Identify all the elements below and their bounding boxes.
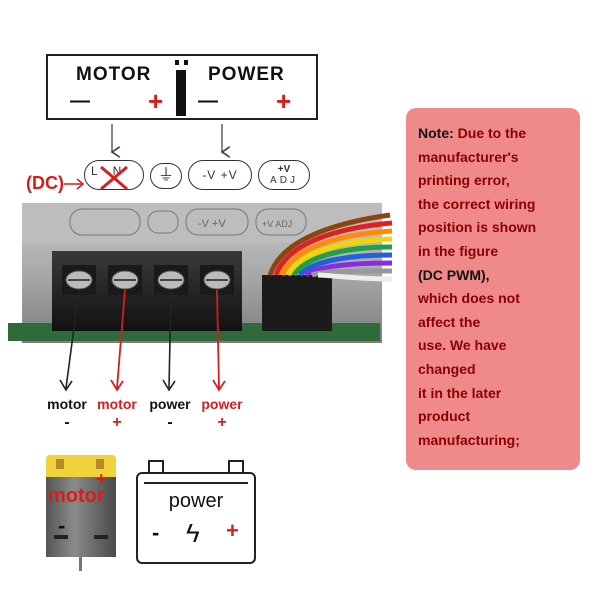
- note-line: Due to the: [457, 125, 527, 141]
- note-line: product: [418, 408, 471, 425]
- header-box: MOTOR POWER — + — +: [46, 54, 318, 120]
- ribbon-connector: [262, 275, 332, 331]
- wire-motor-plus: [116, 289, 126, 389]
- note-line: manufacturing;: [418, 431, 520, 448]
- board-text-vv: -V +V: [198, 218, 226, 230]
- note-line: the correct wiring: [418, 195, 536, 212]
- label-power-minus-sign: -: [167, 414, 173, 431]
- battery-icon-plus: +: [226, 518, 239, 543]
- note-line: use. We have: [418, 337, 507, 354]
- note-line: position is shown: [418, 219, 537, 236]
- dc-label: (DC): [26, 173, 64, 193]
- label-power-plus-sign: +: [217, 414, 227, 431]
- terminal-adj-top: +V: [277, 164, 291, 175]
- note-text: Note: Due to the manufacturer's printing…: [418, 122, 570, 452]
- label-motor-minus-sign: -: [64, 414, 70, 431]
- battery-icon-minus: -: [152, 520, 160, 545]
- header-power-plus: +: [276, 86, 292, 116]
- terminal-adj-bottom: ADJ: [270, 175, 298, 186]
- note-line: changed: [418, 360, 476, 377]
- label-motor-plus-name: motor: [97, 396, 137, 412]
- note-line: in the figure: [418, 242, 499, 259]
- note-line-emphasis: (DC PWM),: [418, 266, 490, 283]
- terminal-vv: -V +V: [188, 160, 252, 190]
- label-power-plus-name: power: [201, 396, 243, 412]
- terminal-adj: +V ADJ: [258, 160, 310, 190]
- motor-icon-plus: +: [96, 469, 107, 489]
- note-line: affect the: [418, 313, 481, 330]
- note-line: which does not: [418, 290, 520, 307]
- motor-icon-label: motor: [48, 485, 105, 507]
- cross-out-icon: [100, 165, 128, 191]
- label-power-plus: power +: [196, 396, 248, 432]
- header-power-label: POWER: [208, 64, 285, 85]
- wire-motor-minus: [65, 289, 80, 389]
- note-box: Note: Due to the manufacturer's printing…: [406, 108, 580, 470]
- header-motor-plus: +: [148, 86, 164, 116]
- wire-power-minus: [168, 289, 172, 389]
- dc-arrow: [64, 178, 85, 190]
- ground-icon: ⏚: [157, 167, 174, 184]
- header-divider-dots: [175, 60, 189, 66]
- battery-icon: power - ϟ +: [136, 460, 256, 566]
- board-text-adj: +V ADJ: [262, 219, 292, 229]
- motor-icon-minus: -: [58, 513, 66, 538]
- motor-icon: + motor -: [46, 455, 116, 571]
- header-divider-bar: [176, 70, 186, 116]
- terminal-ground: ⏚: [150, 163, 182, 189]
- label-power-minus: power -: [144, 396, 196, 432]
- label-motor-minus: motor -: [42, 396, 92, 432]
- header-power-minus: —: [198, 90, 218, 112]
- terminal-vv-text: -V +V: [202, 168, 238, 182]
- note-line: it in the later: [418, 384, 502, 401]
- label-motor-minus-name: motor: [47, 396, 87, 412]
- wire-power-plus: [216, 289, 220, 389]
- ribbon-cable: [267, 212, 393, 282]
- note-title: Note:: [418, 125, 454, 141]
- lightning-icon: ϟ: [186, 518, 200, 548]
- label-motor-plus: motor +: [92, 396, 142, 432]
- controller-device-photo: -V +V +V ADJ: [8, 203, 393, 343]
- label-motor-plus-sign: +: [112, 414, 122, 431]
- note-line: printing error,: [418, 172, 510, 189]
- header-motor-minus: —: [70, 90, 90, 112]
- label-power-minus-name: power: [149, 396, 191, 412]
- note-line: manufacturer's: [418, 148, 519, 165]
- battery-icon-label: power: [168, 490, 224, 512]
- header-motor-label: MOTOR: [76, 64, 152, 85]
